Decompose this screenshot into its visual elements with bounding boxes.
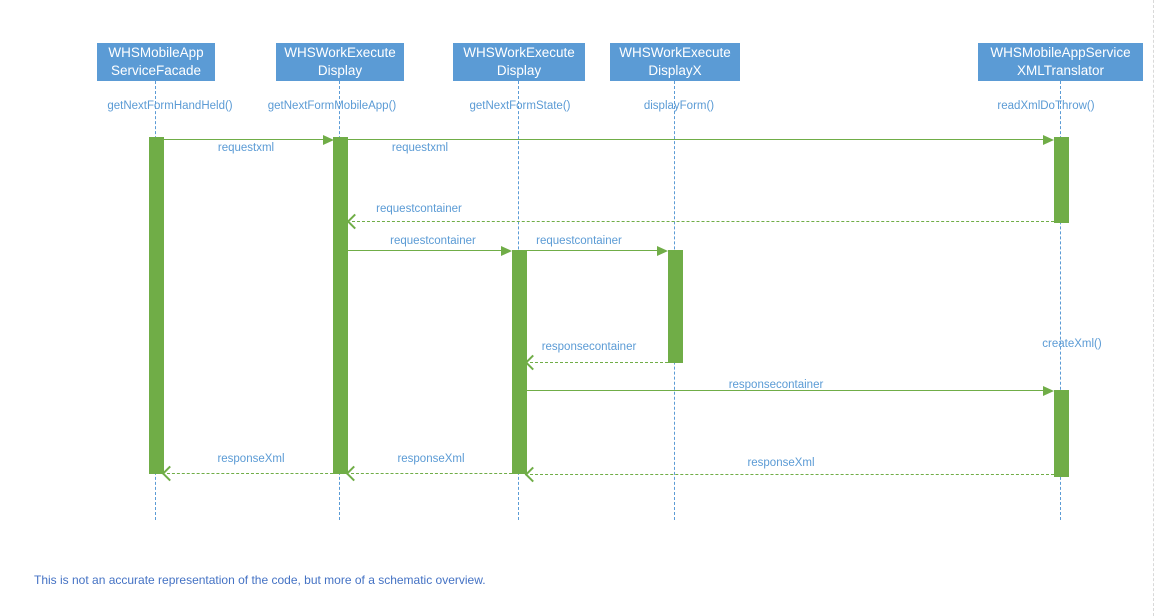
arrowhead-requestcontainer-2 <box>501 246 512 256</box>
method-label-createxml: createXml() <box>1042 338 1102 350</box>
message-line-requestcontainer-3 <box>527 250 657 251</box>
note-text: This is not an accurate representation o… <box>34 573 486 587</box>
actor-box-servicefacade: WHSMobileApp ServiceFacade <box>97 43 215 81</box>
activation-workexecute-displayx <box>668 250 683 363</box>
actor-name-line1: WHSMobileAppService <box>990 45 1131 60</box>
message-label-responsecontainer-2: responsecontainer <box>728 379 824 391</box>
message-label-requestxml-2: requestxml <box>391 142 449 154</box>
actor-box-workexecute-display-2: WHSWorkExecute Display <box>453 43 585 81</box>
message-label-requestcontainer-return: requestcontainer <box>376 203 462 215</box>
message-label-requestcontainer-3: requestcontainer <box>536 235 622 247</box>
arrowhead-responsexml-2 <box>345 465 362 482</box>
arrowhead-requestxml-2 <box>1043 135 1054 145</box>
message-line-responsexml-3 <box>530 474 1054 475</box>
message-line-responsexml-2 <box>351 473 512 474</box>
message-label-requestcontainer-2: requestcontainer <box>390 235 476 247</box>
arrowhead-responsecontainer-2 <box>1043 386 1054 396</box>
actor-name-line2: XMLTranslator <box>1016 63 1105 78</box>
activation-xmltranslator-2 <box>1054 390 1069 477</box>
method-label-getnextformhandheld: getNextFormHandHeld() <box>107 100 233 112</box>
arrowhead-responsexml-1 <box>161 465 178 482</box>
page-boundary-line <box>1153 0 1154 616</box>
method-label-readxmldothrow: readXmlDoThrow() <box>997 100 1095 112</box>
actor-name-line2: Display <box>317 63 363 78</box>
activation-servicefacade <box>149 137 164 474</box>
message-line-responsecontainer-2 <box>527 390 1043 391</box>
actor-name-line2: DisplayX <box>648 63 702 78</box>
arrowhead-responsexml-3 <box>524 466 541 483</box>
arrowhead-requestxml-1 <box>323 135 334 145</box>
actor-name-line1: WHSMobileApp <box>108 45 204 60</box>
actor-name-line1: WHSWorkExecute <box>619 45 731 60</box>
message-label-responsexml-3: responseXml <box>747 457 815 469</box>
actor-box-workexecute-displayx: WHSWorkExecute DisplayX <box>610 43 740 81</box>
message-line-requestcontainer-return <box>352 221 1054 222</box>
activation-xmltranslator-1 <box>1054 137 1069 223</box>
actor-name-line2: ServiceFacade <box>110 63 202 78</box>
actor-name-line2: Display <box>496 63 542 78</box>
method-label-getnextformmobileapp: getNextFormMobileApp() <box>267 100 397 112</box>
message-line-responsexml-1 <box>167 473 333 474</box>
actor-box-xmltranslator: WHSMobileAppService XMLTranslator <box>978 43 1143 81</box>
method-label-displayform: displayForm() <box>643 100 715 112</box>
arrowhead-requestcontainer-3 <box>657 246 668 256</box>
message-line-requestxml-2 <box>348 139 1043 140</box>
message-label-requestxml-1: requestxml <box>217 142 275 154</box>
activation-workexecute-display-1 <box>333 137 348 474</box>
arrowhead-requestcontainer-return <box>346 213 363 230</box>
arrowhead-responsecontainer-return <box>524 354 541 371</box>
message-label-responsecontainer-return: responsecontainer <box>541 341 637 353</box>
message-line-responsecontainer-return <box>530 362 668 363</box>
activation-workexecute-display-2 <box>512 250 527 474</box>
lifeline-xmltranslator <box>1060 81 1061 520</box>
message-label-responsexml-1: responseXml <box>217 453 285 465</box>
actor-name-line1: WHSWorkExecute <box>284 45 396 60</box>
message-line-requestcontainer-2 <box>348 250 501 251</box>
actor-box-workexecute-display-1: WHSWorkExecute Display <box>276 43 404 81</box>
method-label-getnextformstate: getNextFormState() <box>469 100 571 112</box>
message-label-responsexml-2: responseXml <box>397 453 465 465</box>
actor-name-line1: WHSWorkExecute <box>463 45 575 60</box>
message-line-requestxml-1 <box>164 139 323 140</box>
